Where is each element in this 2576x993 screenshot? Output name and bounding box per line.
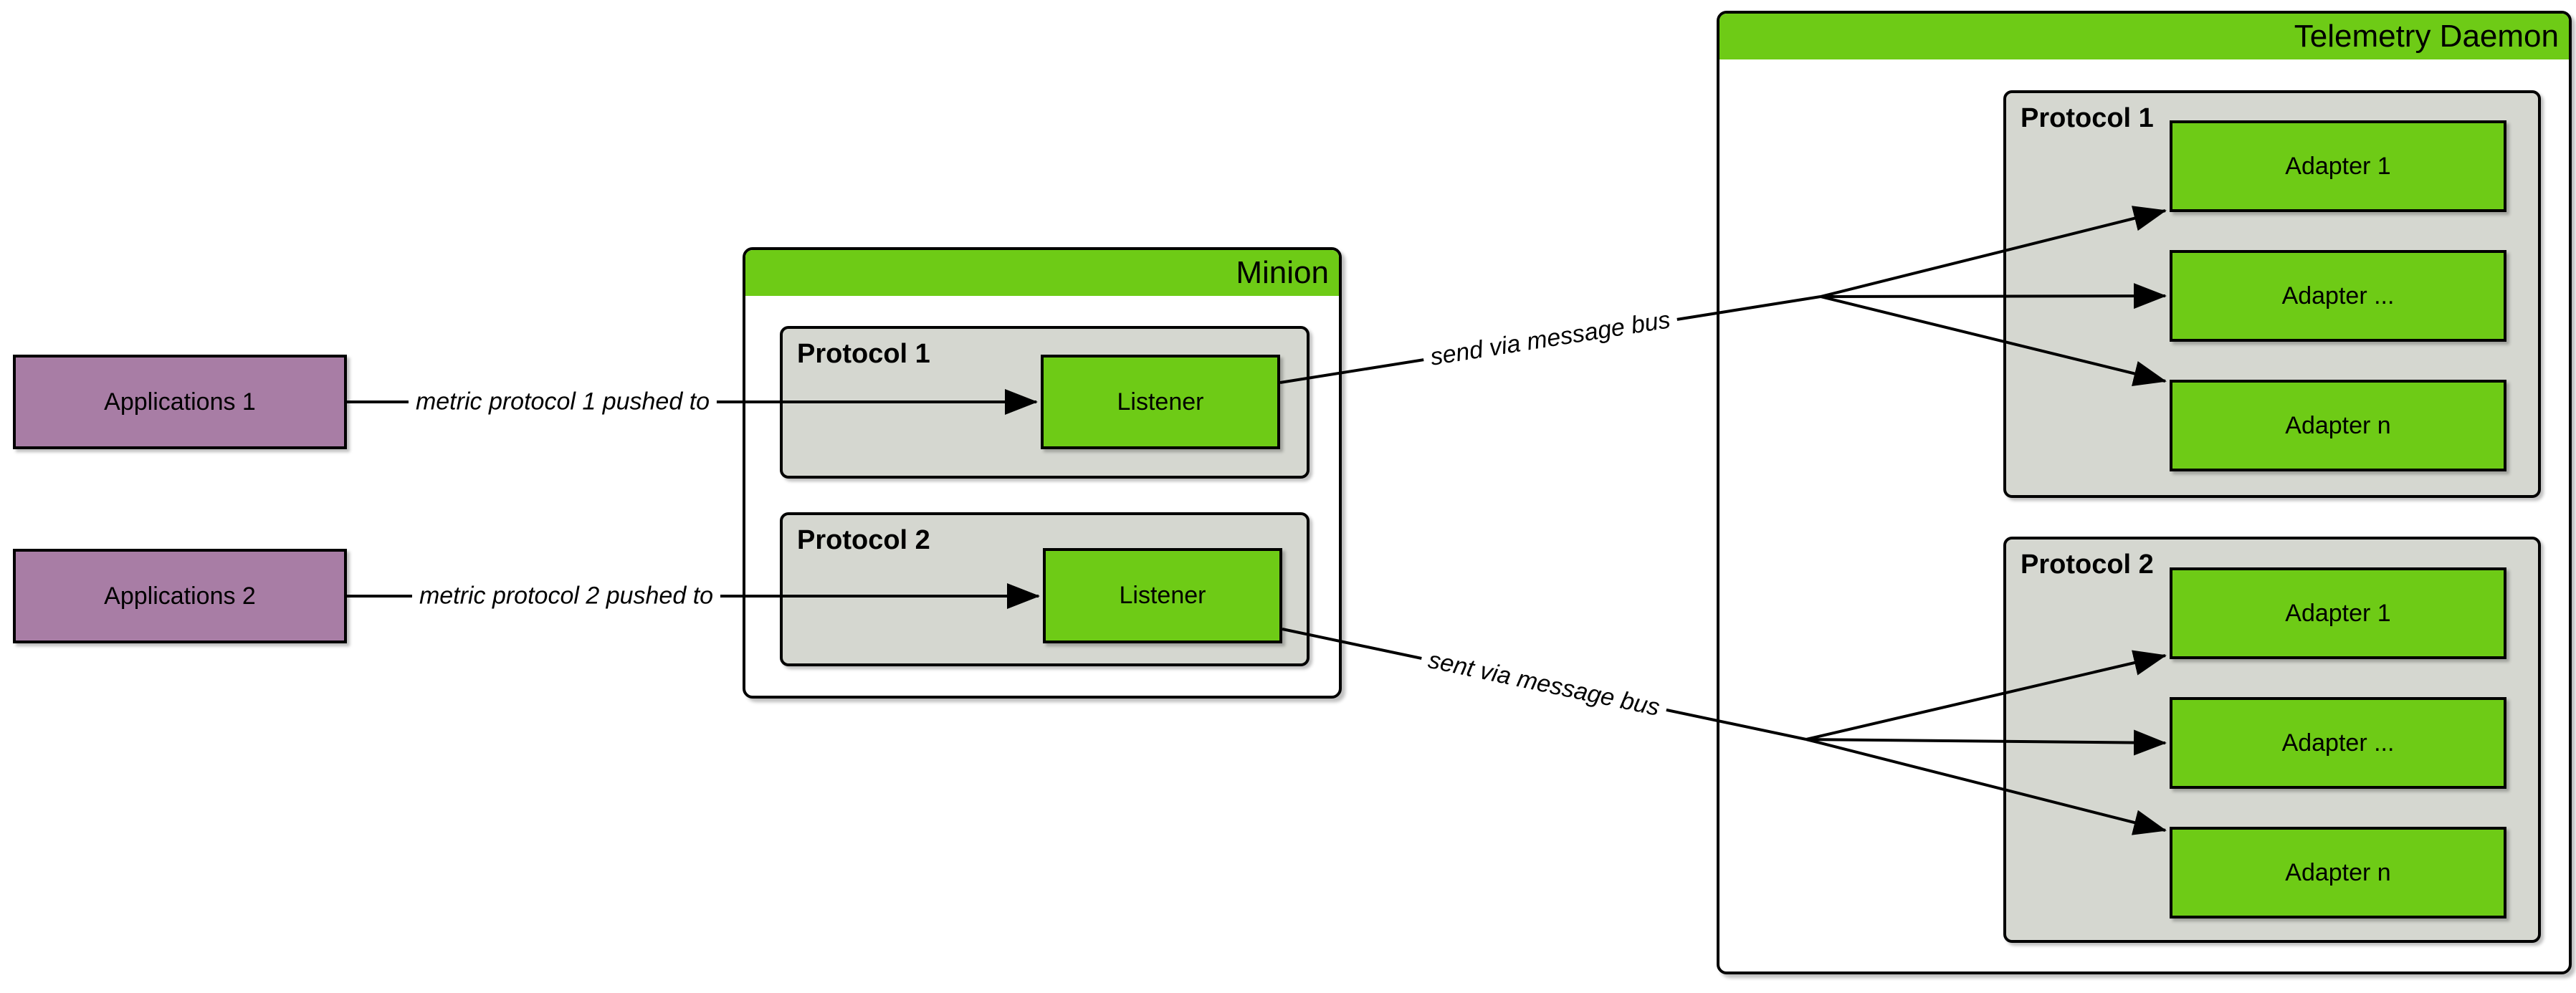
daemon-protocol-1-adapter-n-box: Adapter n <box>2170 380 2506 471</box>
daemon-protocol-2-adapter-1-box: Adapter 1 <box>2170 567 2506 659</box>
adapter-label: Adapter 1 <box>2285 599 2391 627</box>
daemon-protocol-1-label: Protocol 1 <box>2021 103 2154 133</box>
telemetry-daemon-title: Telemetry Daemon <box>1719 14 2569 59</box>
edge-label-send-via-message-bus: send via message bus <box>1421 303 1680 375</box>
edge-label-sent-via-message-bus: sent via message bus <box>1418 643 1670 726</box>
listener-1-label: Listener <box>1117 388 1204 416</box>
edge-label-metric-protocol-1: metric protocol 1 pushed to <box>408 386 717 418</box>
applications-2-box: Applications 2 <box>13 549 347 643</box>
applications-1-box: Applications 1 <box>13 355 347 449</box>
listener-2-label: Listener <box>1119 582 1206 609</box>
minion-protocol-2-listener-box: Listener <box>1043 548 1282 643</box>
daemon-protocol-2-adapter-dots-box: Adapter ... <box>2170 697 2506 789</box>
minion-protocol-1-listener-box: Listener <box>1041 355 1280 449</box>
adapter-label: Adapter ... <box>2281 729 2395 757</box>
adapter-label: Adapter n <box>2285 858 2391 886</box>
minion-title: Minion <box>745 250 1339 296</box>
adapter-label: Adapter ... <box>2281 282 2395 310</box>
daemon-protocol-2-adapter-n-box: Adapter n <box>2170 827 2506 918</box>
daemon-protocol-2-label: Protocol 2 <box>2021 550 2154 580</box>
daemon-protocol-1-adapter-dots-box: Adapter ... <box>2170 250 2506 342</box>
minion-protocol-1-label: Protocol 1 <box>797 339 930 369</box>
applications-2-label: Applications 2 <box>104 582 256 610</box>
adapter-label: Adapter n <box>2285 411 2391 439</box>
adapter-label: Adapter 1 <box>2285 152 2391 180</box>
minion-protocol-2-label: Protocol 2 <box>797 525 930 555</box>
edge-label-metric-protocol-2: metric protocol 2 pushed to <box>411 580 721 612</box>
daemon-protocol-1-adapter-1-box: Adapter 1 <box>2170 120 2506 212</box>
applications-1-label: Applications 1 <box>104 388 256 416</box>
